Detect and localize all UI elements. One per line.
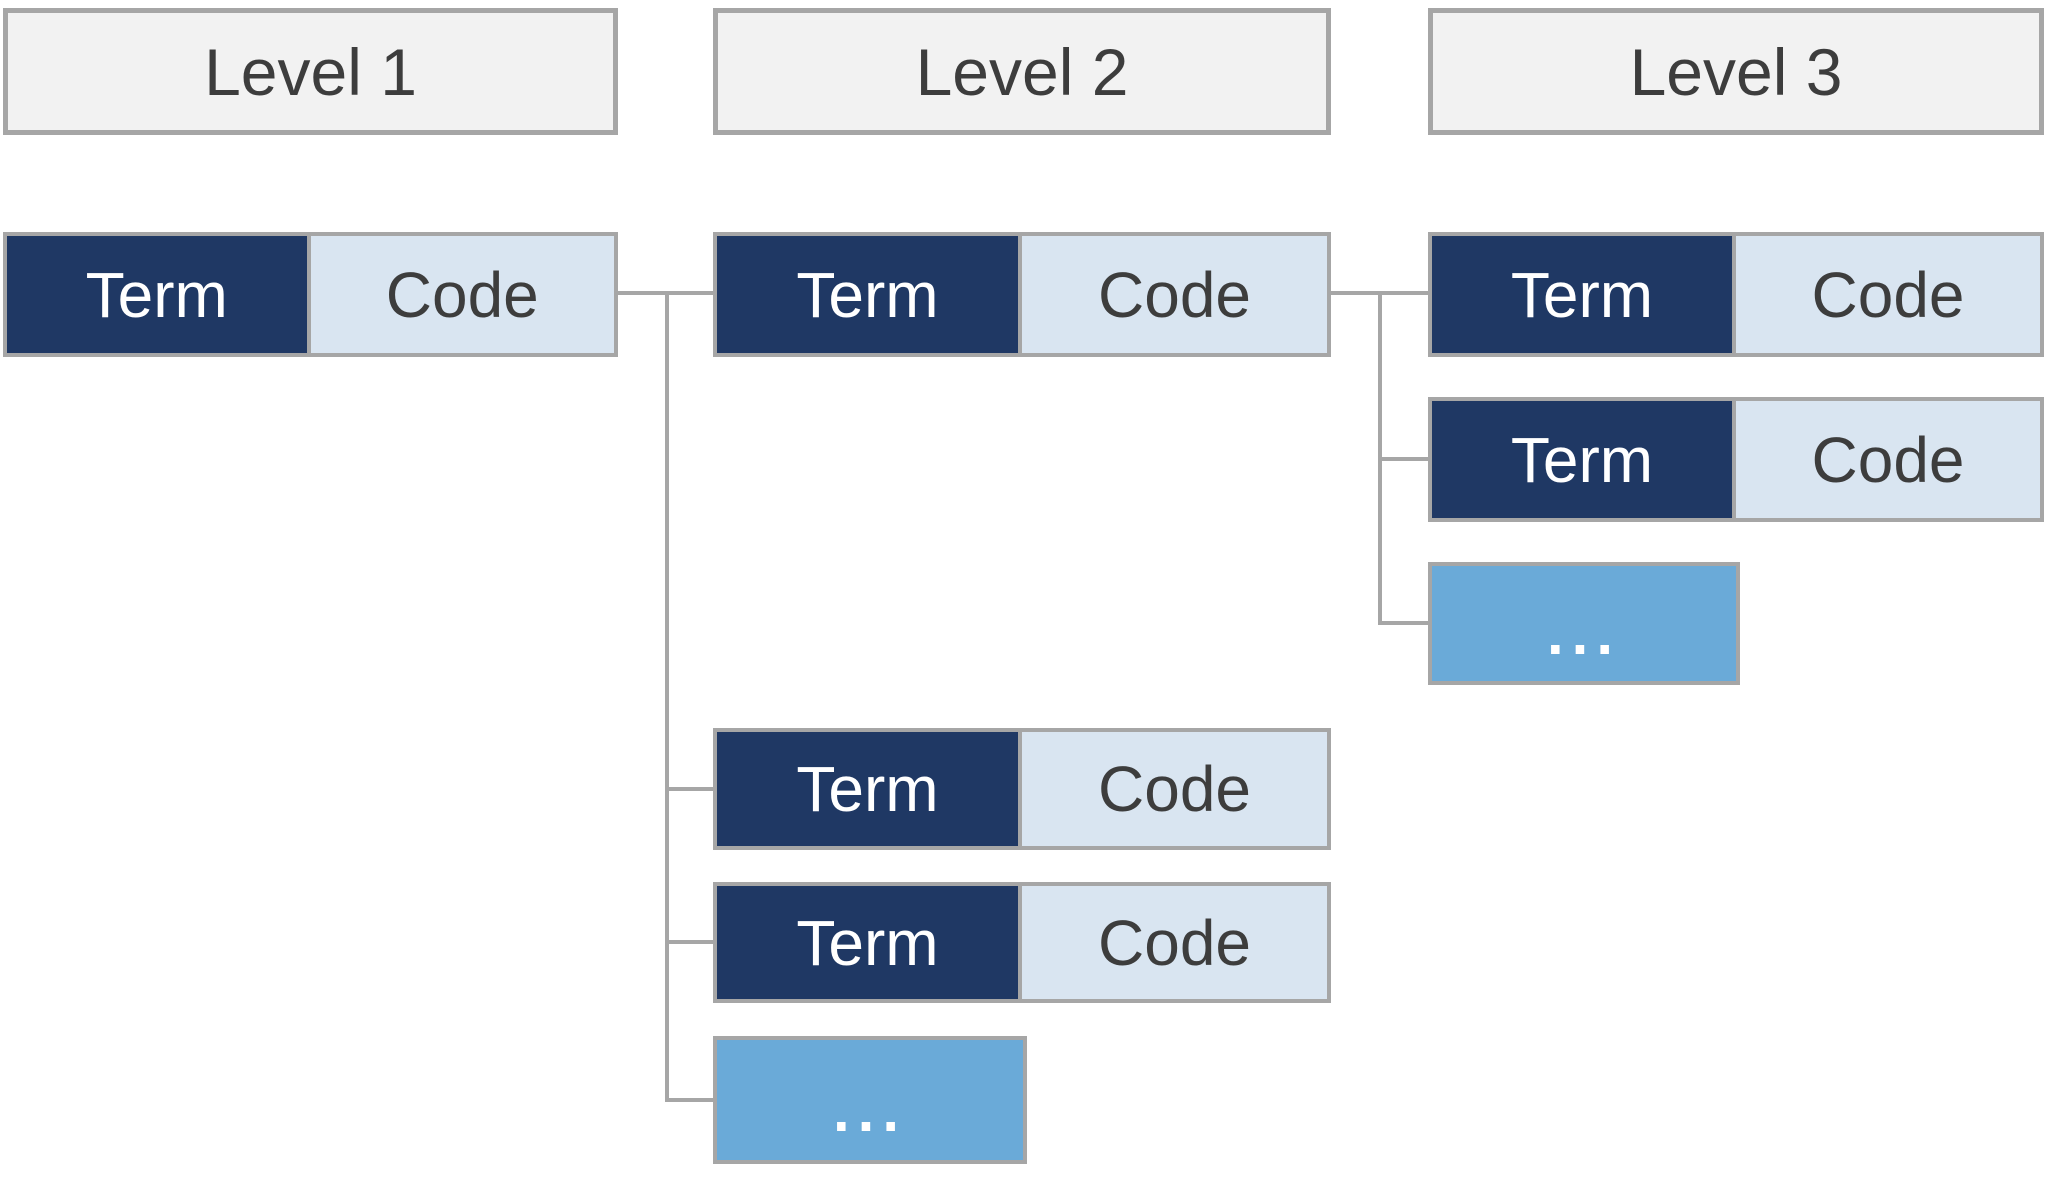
term-label: Term: [1510, 423, 1654, 496]
term-label: Term: [796, 258, 939, 331]
term-label: Term: [796, 906, 939, 979]
code-cell: Code: [1022, 886, 1327, 999]
code-cell: Code: [310, 236, 614, 353]
term-label: Term: [1510, 258, 1654, 331]
connector-branch-l2-row2: [665, 787, 713, 791]
term-code-node-l2-row2: Term Code: [713, 728, 1331, 850]
connector-branch-l3-row2: [1378, 457, 1428, 461]
connector-trunk-l1-l2: [665, 291, 669, 1102]
term-code-node-l3-row1: Term Code: [1428, 232, 2044, 357]
term-code-node-l1: Term Code: [3, 232, 618, 357]
term-cell: Term: [7, 236, 311, 353]
term-code-node-l2-row1: Term Code: [713, 232, 1331, 357]
code-label: Code: [1098, 258, 1251, 331]
term-code-node-l2-row3: Term Code: [713, 882, 1331, 1003]
connector-branch-l2-row3: [665, 940, 713, 944]
code-cell: Code: [1736, 236, 2040, 353]
term-cell: Term: [717, 732, 1022, 846]
ellipsis-label: ...: [1546, 600, 1621, 667]
connector-branch-l2-ellipsis: [665, 1098, 713, 1102]
level-1-header-label: Level 1: [204, 34, 417, 109]
term-label: Term: [796, 753, 939, 825]
term-code-node-l3-row2: Term Code: [1428, 397, 2044, 522]
connector-branch-l3-ellipsis: [1378, 621, 1428, 625]
level-2-header: Level 2: [713, 8, 1331, 135]
term-label: Term: [85, 258, 228, 331]
code-label: Code: [1098, 753, 1251, 825]
code-cell: Code: [1022, 236, 1327, 353]
code-cell: Code: [1022, 732, 1327, 846]
term-cell: Term: [717, 236, 1022, 353]
ellipsis-node-l3: ...: [1428, 562, 1740, 685]
term-cell: Term: [1432, 401, 1736, 518]
code-label: Code: [1098, 906, 1251, 979]
code-label: Code: [385, 258, 539, 331]
term-cell: Term: [1432, 236, 1736, 353]
code-label: Code: [1811, 423, 1965, 496]
term-cell: Term: [717, 886, 1022, 999]
code-label: Code: [1811, 258, 1965, 331]
level-2-header-label: Level 2: [915, 34, 1129, 109]
level-3-header: Level 3: [1428, 8, 2044, 135]
ellipsis-node-l2: ...: [713, 1036, 1027, 1164]
level-1-header: Level 1: [3, 8, 618, 135]
code-cell: Code: [1736, 401, 2040, 518]
ellipsis-label: ...: [832, 1076, 907, 1144]
level-3-header-label: Level 3: [1629, 34, 1843, 109]
